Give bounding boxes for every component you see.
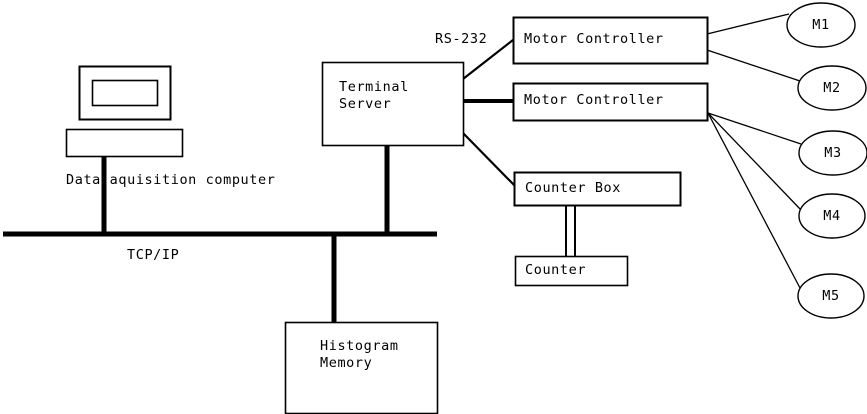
motor-m1-ellipse[interactable] [786,2,856,48]
counter-box-box[interactable] [513,171,682,207]
motor-m5-label: M5 [822,288,840,304]
computer-screen-icon [91,79,159,107]
rs232-link-label: RS-232 [435,31,488,47]
motor-m4-ellipse[interactable] [798,193,866,239]
tcpip-bus-label: TCP/IP [127,247,180,263]
motor-m2-ellipse[interactable] [797,65,867,111]
computer-base-icon [65,128,184,158]
motor-controller-1-box[interactable] [512,16,709,65]
terminal-server-box[interactable] [321,61,465,147]
link-motor-controller-2-to-m3 [707,112,802,145]
link-terminal-server-to-motor-controller-1 [462,39,514,80]
motor-m3-label: M3 [824,145,842,161]
link-terminal-server-to-counter-box [462,132,516,187]
histogram-memory-box[interactable] [284,321,439,414]
counter-box[interactable] [514,255,629,287]
motor-m4-label: M4 [823,208,841,224]
link-motor-controller-2-to-m5 [707,112,801,289]
motor-controller-2-box[interactable] [512,82,709,122]
link-motor-controller-1-to-m2 [706,49,801,82]
link-motor-controller-2-to-m4 [707,112,802,211]
data-acquisition-computer-label: Data aquisition computer [66,172,276,188]
motor-m5-ellipse[interactable] [797,273,865,319]
link-motor-controller-1-to-m1 [706,13,790,35]
motor-m1-label: M1 [812,17,830,33]
motor-m3-ellipse[interactable] [798,130,867,176]
motor-m2-label: M2 [823,80,841,96]
